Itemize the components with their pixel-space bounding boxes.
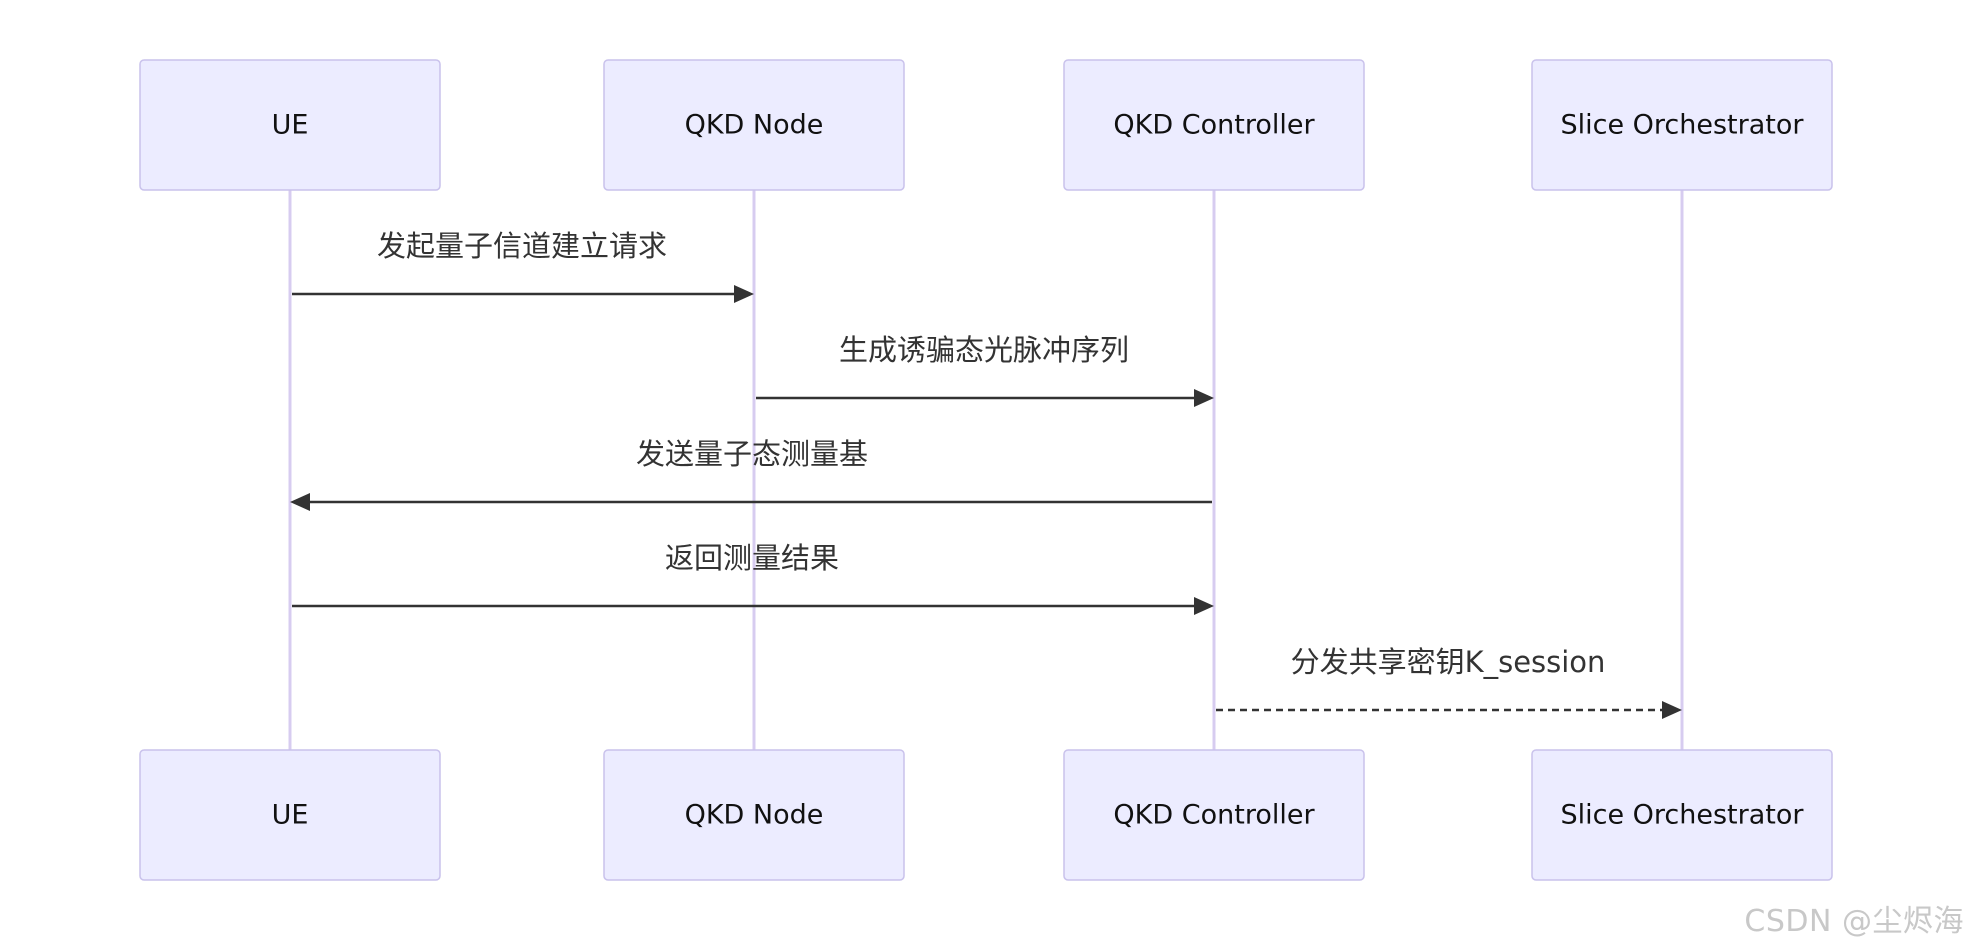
arrowhead-icon (1662, 701, 1682, 719)
participant-label: QKD Node (685, 110, 824, 141)
message-5: 分发共享密钥K_session (1216, 645, 1682, 719)
actors-top: UE QKD Node QKD Controller Slice Orchestrat… (139, 59, 1833, 191)
participant-label: QKD Controller (1113, 800, 1315, 831)
arrowhead-icon (290, 493, 310, 511)
message-label: 返回测量结果 (665, 541, 839, 575)
message-3: 发送量子态测量基 (290, 437, 1212, 511)
participant-box (1531, 59, 1833, 191)
message-label: 分发共享密钥K_session (1291, 645, 1606, 679)
participant-qkd-controller-top: QKD Controller (1063, 59, 1365, 191)
message-4: 返回测量结果 (292, 541, 1214, 615)
participant-slice-orchestrator-bottom: Slice Orchestrator (1531, 749, 1833, 881)
lifelines (288, 190, 1684, 750)
arrowhead-icon (1194, 597, 1214, 615)
message-1: 发起量子信道建立请求 (292, 229, 754, 303)
participant-ue-bottom: UE (139, 749, 441, 881)
participant-label: UE (272, 110, 309, 141)
participant-box (139, 59, 441, 191)
arrowhead-icon (1194, 389, 1214, 407)
actors-bottom: UE QKD Node QKD Controller Slice Orchestrat… (139, 749, 1833, 881)
participant-box (1063, 749, 1365, 881)
participant-slice-orchestrator-top: Slice Orchestrator (1531, 59, 1833, 191)
participant-box (1531, 749, 1833, 881)
participant-label: Slice Orchestrator (1560, 110, 1804, 141)
watermark: CSDN @尘烬海 (1744, 904, 1964, 939)
message-label: 生成诱骗态光脉冲序列 (839, 333, 1129, 367)
participant-box (603, 59, 905, 191)
participant-label: Slice Orchestrator (1560, 800, 1804, 831)
participant-qkd-node-top: QKD Node (603, 59, 905, 191)
participant-label: QKD Controller (1113, 110, 1315, 141)
participant-label: QKD Node (685, 800, 824, 831)
participant-label: UE (272, 800, 309, 831)
participant-qkd-node-bottom: QKD Node (603, 749, 905, 881)
participant-box (1063, 59, 1365, 191)
message-label: 发送量子态测量基 (636, 437, 868, 471)
arrowhead-icon (734, 285, 754, 303)
message-2: 生成诱骗态光脉冲序列 (756, 333, 1214, 407)
participant-box (139, 749, 441, 881)
participant-ue-top: UE (139, 59, 441, 191)
participant-box (603, 749, 905, 881)
messages: 发起量子信道建立请求生成诱骗态光脉冲序列发送量子态测量基返回测量结果分发共享密钥… (290, 229, 1682, 719)
participant-qkd-controller-bottom: QKD Controller (1063, 749, 1365, 881)
message-label: 发起量子信道建立请求 (377, 229, 667, 263)
